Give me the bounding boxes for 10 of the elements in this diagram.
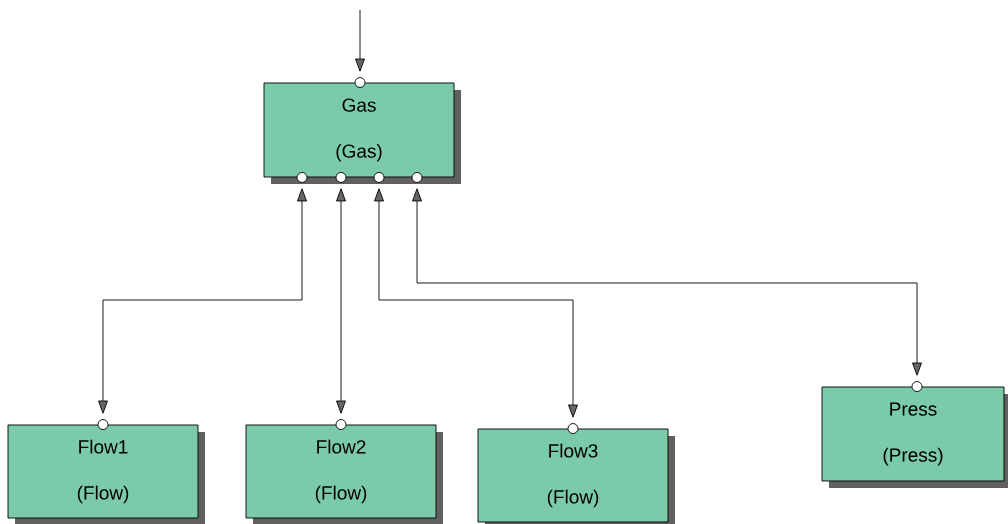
arrow <box>355 9 365 72</box>
process-box: Press (Press) <box>821 386 1008 488</box>
process-box: Flow2 (Flow) <box>245 424 443 524</box>
process-box: Gas (Gas) <box>263 82 461 184</box>
arrow <box>98 188 307 414</box>
arrow <box>374 188 578 418</box>
process-box: Flow3 (Flow) <box>477 428 675 524</box>
arrow <box>412 188 922 376</box>
process-box: Flow1 (Flow) <box>7 424 205 524</box>
arrow <box>336 188 346 414</box>
